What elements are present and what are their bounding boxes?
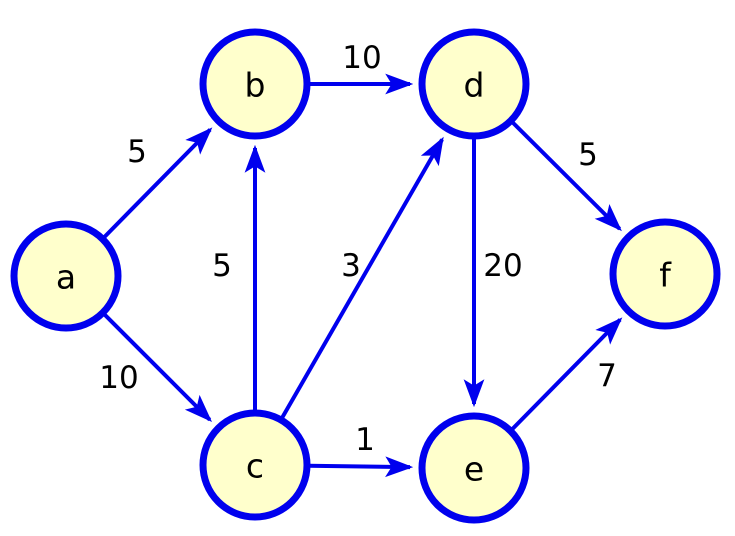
edge-weight-c-d: 3 [341,248,361,284]
edge-weight-c-e: 1 [355,422,375,458]
node-d[interactable]: d [418,28,530,140]
edge-c-to-e [307,456,414,478]
edge-weight-d-f: 5 [578,137,598,173]
node-label-b: b [245,66,266,105]
node-label-e: e [464,450,484,489]
node-f[interactable]: f [609,218,721,330]
edge-weight-c-b: 5 [212,248,232,284]
edge-d-to-f [510,119,622,232]
node-circle-c[interactable] [199,409,311,521]
node-label-c: c [246,447,264,486]
edges-layer [101,73,623,478]
node-circle-e[interactable] [418,412,530,524]
edge-a-to-b [101,127,213,240]
node-e[interactable]: e [418,412,530,524]
node-b[interactable]: b [199,28,311,140]
node-c[interactable]: c [199,409,311,521]
node-circle-f[interactable] [609,218,721,330]
node-circle-b[interactable] [199,28,311,140]
node-circle-a[interactable] [10,220,122,332]
edge-weight-a-c: 10 [99,360,138,396]
node-circle-d[interactable] [418,28,530,140]
edge-c-to-d [279,136,444,421]
edge-weight-d-e: 20 [483,248,522,284]
node-label-a: a [56,258,76,297]
node-label-d: d [464,66,485,105]
edge-weights-layer: 5 10 10 5 3 1 20 5 7 [99,40,617,458]
edge-weight-b-d: 10 [342,40,381,76]
nodes-layer: a b c d e f [10,28,721,524]
edge-e-to-f [509,317,623,432]
edge-weight-e-f: 7 [597,358,617,394]
edge-weight-a-b: 5 [127,134,147,170]
edge-a-to-c [102,312,213,423]
node-label-f: f [659,256,672,295]
node-a[interactable]: a [10,220,122,332]
